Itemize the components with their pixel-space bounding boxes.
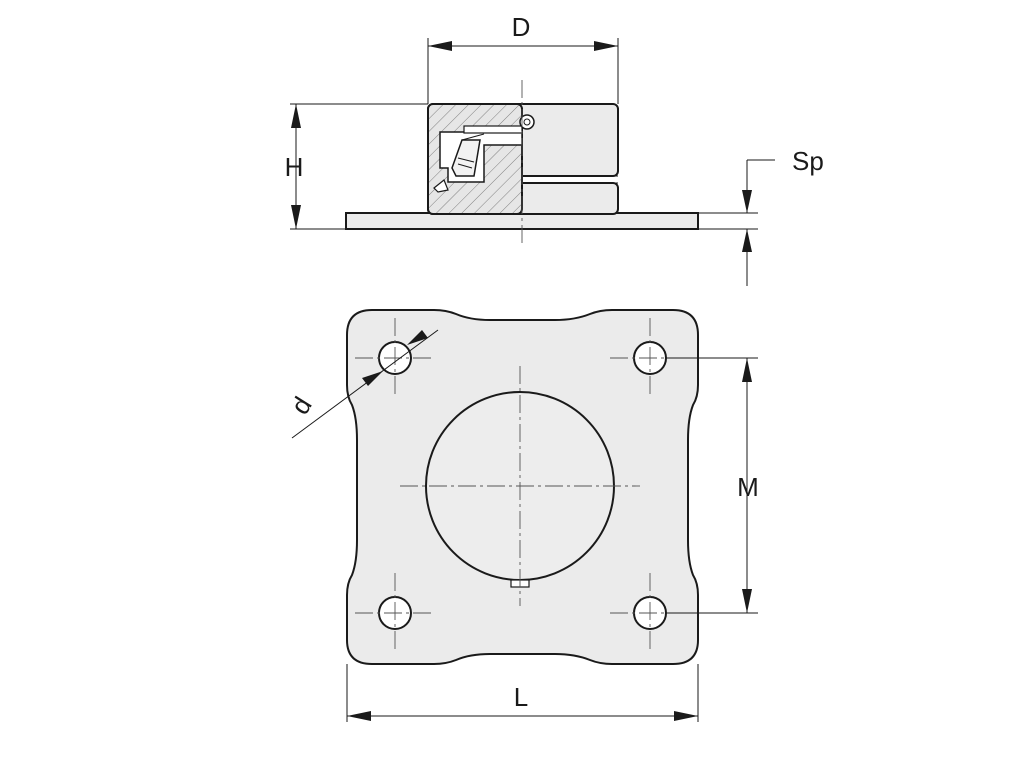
dimension-M: M: [666, 357, 759, 614]
dimension-Sp: Sp: [698, 146, 824, 286]
dimension-L: L: [346, 664, 699, 722]
label-H: H: [285, 152, 304, 182]
label-Sp: Sp: [792, 146, 824, 176]
side-view: D H Sp: [285, 12, 824, 286]
dimension-D: D: [427, 12, 619, 104]
dimension-H: H: [285, 103, 428, 230]
label-d: d: [285, 391, 318, 419]
label-M: M: [737, 472, 759, 502]
mounting-holes: [355, 318, 690, 653]
set-screw: [463, 125, 523, 134]
top-view: d M L: [285, 309, 759, 722]
label-D: D: [512, 12, 531, 42]
bearing-insert: [451, 139, 481, 177]
label-L: L: [514, 682, 528, 712]
